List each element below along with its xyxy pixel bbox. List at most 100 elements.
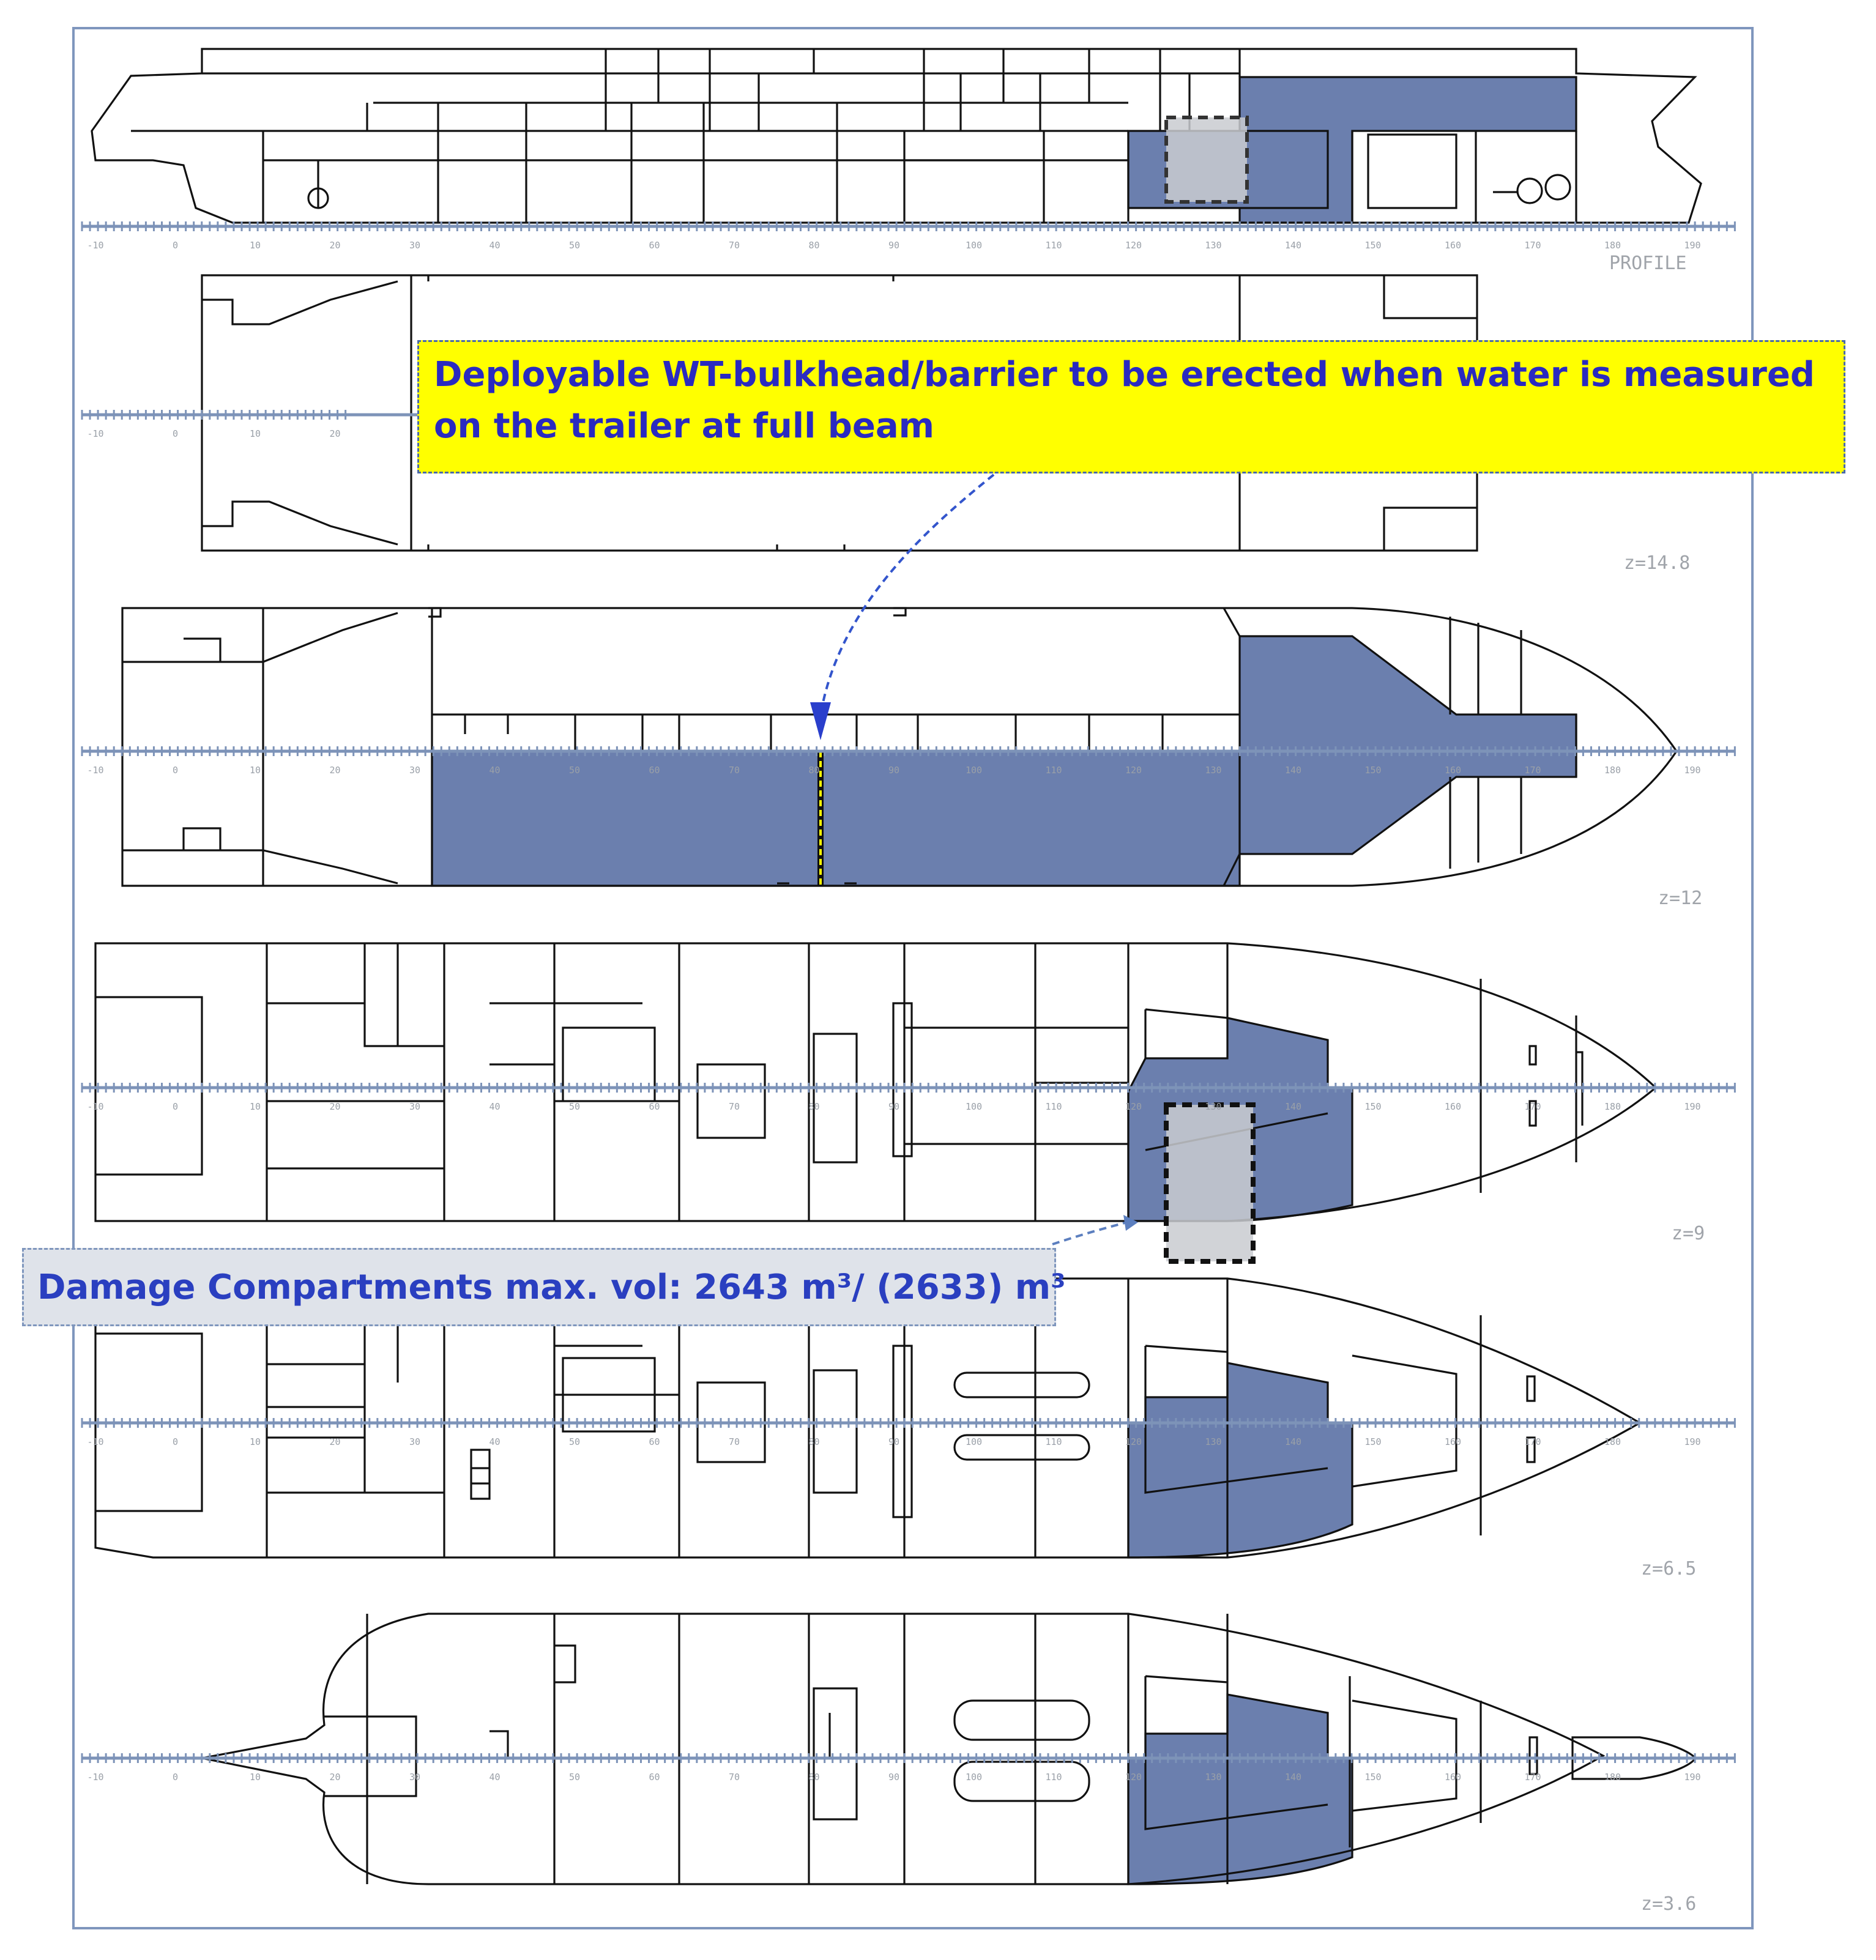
frame-number-label: 90 xyxy=(888,1101,899,1112)
frame-number-label: 150 xyxy=(1364,1772,1381,1783)
frame-number-label: 60 xyxy=(649,1101,660,1112)
frame-number-label: 170 xyxy=(1524,1436,1541,1447)
frame-number-label: 140 xyxy=(1285,1436,1301,1447)
frame-number-label: 100 xyxy=(966,765,982,776)
frame-number-label: 50 xyxy=(569,765,580,776)
frame-number-label: 130 xyxy=(1205,1772,1221,1783)
frame-number-label: 90 xyxy=(888,240,899,251)
frame-number-label: 190 xyxy=(1684,1101,1700,1112)
frame-number-label: 180 xyxy=(1604,1436,1621,1447)
z-3-6-tank-2 xyxy=(953,1761,1090,1802)
frame-number-label: 190 xyxy=(1684,765,1700,776)
view-label-profile: PROFILE xyxy=(1609,253,1686,274)
frame-number-label: 170 xyxy=(1524,1101,1541,1112)
profile-bow-thruster-2 xyxy=(1544,174,1571,201)
frame-number-label: 10 xyxy=(250,765,261,776)
frame-number-label: 160 xyxy=(1445,240,1461,251)
frame-number-label: 50 xyxy=(569,1101,580,1112)
frame-number-label: 130 xyxy=(1205,240,1221,251)
frame-number-label: 120 xyxy=(1125,1436,1142,1447)
frame-number-label: 140 xyxy=(1285,240,1301,251)
frame-number-label: 100 xyxy=(966,1772,982,1783)
profile-decks xyxy=(131,49,1577,223)
frame-number-label: 160 xyxy=(1445,1772,1461,1783)
frame-number-label: 30 xyxy=(409,765,420,776)
frame-number-label: 190 xyxy=(1684,1772,1700,1783)
frame-number-label: 120 xyxy=(1125,1101,1142,1112)
z-6-5-capsule-1 xyxy=(953,1372,1090,1398)
frame-number-label: 80 xyxy=(808,1101,819,1112)
frame-number-label: 50 xyxy=(569,240,580,251)
frame-number-label: 140 xyxy=(1285,1772,1301,1783)
frame-number-label: 20 xyxy=(329,1436,340,1447)
frame-number-label: -10 xyxy=(87,765,103,776)
profile-compartments xyxy=(262,49,1517,223)
frame-number-label: 180 xyxy=(1604,240,1621,251)
frame-number-label: 50 xyxy=(569,1772,580,1783)
frame-number-label: 90 xyxy=(888,1436,899,1447)
frame-number-label: 10 xyxy=(250,1101,261,1112)
frame-number-label: 90 xyxy=(888,765,899,776)
view-label-z-6-5: z=6.5 xyxy=(1641,1558,1696,1580)
frame-number-label: 120 xyxy=(1125,240,1142,251)
frame-number-label: 30 xyxy=(409,1436,420,1447)
frame-number-label: 0 xyxy=(173,240,178,251)
frame-number-label: 0 xyxy=(173,765,178,776)
frame-number-label: 0 xyxy=(173,1101,178,1112)
frame-number-label: 20 xyxy=(329,1101,340,1112)
frame-number-label: 150 xyxy=(1364,1101,1381,1112)
frame-number-label: 60 xyxy=(649,240,660,251)
frame-number-label: 0 xyxy=(173,428,178,439)
z-6-5-capsule-2 xyxy=(953,1434,1090,1461)
frame-number-label: 10 xyxy=(250,428,261,439)
deck-outline-z-14-8 xyxy=(201,274,1478,552)
frame-number-label: 50 xyxy=(569,1436,580,1447)
frame-number-label: 30 xyxy=(409,240,420,251)
frame-number-label: 90 xyxy=(888,1772,899,1783)
damage-callout-pointer xyxy=(1052,1221,1128,1245)
frame-number-label: 70 xyxy=(729,765,740,776)
frame-number-label: -10 xyxy=(87,1772,103,1783)
frame-number-label: 150 xyxy=(1364,240,1381,251)
frame-number-label: 110 xyxy=(1045,240,1062,251)
frame-number-label: 10 xyxy=(250,1772,261,1783)
frame-number-label: 100 xyxy=(966,240,982,251)
frame-number-label: 40 xyxy=(489,1772,500,1783)
frame-number-label: 110 xyxy=(1045,1772,1062,1783)
frame-number-label: 40 xyxy=(489,240,500,251)
frame-number-label: 40 xyxy=(489,765,500,776)
frame-number-label: 20 xyxy=(329,765,340,776)
damage-callout: Damage Compartments max. vol: 2643 m³/ (… xyxy=(22,1248,1066,1326)
damage-callout-arrowhead xyxy=(1123,1215,1138,1231)
deck-compartments-z-9 xyxy=(95,943,1584,1221)
frame-number-label: 160 xyxy=(1445,765,1461,776)
damage-compartment-z-3-6 xyxy=(1127,1693,1353,1885)
deck-outline-z-3-6 xyxy=(201,1613,1606,1885)
view-label-z-12: z=12 xyxy=(1658,888,1702,909)
frame-number-label: 110 xyxy=(1045,1436,1062,1447)
frame-number-label: 40 xyxy=(489,1101,500,1112)
view-label-z-3-6: z=3.6 xyxy=(1641,1893,1696,1915)
frame-number-label: 20 xyxy=(329,240,340,251)
frame-number-label: 180 xyxy=(1604,1772,1621,1783)
frame-number-label: 80 xyxy=(808,1436,819,1447)
frame-number-label: 70 xyxy=(729,1772,740,1783)
frame-number-label: 80 xyxy=(808,765,819,776)
frame-number-label: 80 xyxy=(808,1772,819,1783)
frame-number-label: 110 xyxy=(1045,765,1062,776)
frame-number-label: 60 xyxy=(649,1772,660,1783)
frame-number-label: 160 xyxy=(1445,1436,1461,1447)
highlight-zone-profile xyxy=(1164,116,1249,204)
frame-number-label: 80 xyxy=(808,240,819,251)
deck-compartments-z-3-6 xyxy=(324,1614,1696,1884)
frame-number-label: -10 xyxy=(87,240,103,251)
frame-number-label: 70 xyxy=(729,1436,740,1447)
